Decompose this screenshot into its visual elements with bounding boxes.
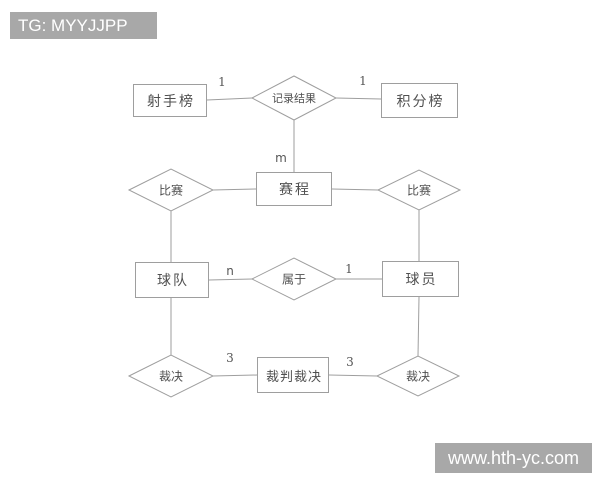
connector-team-belongs <box>208 278 253 281</box>
cardinality-record-schedule: m <box>275 151 287 165</box>
entity-player: 球员 <box>382 261 459 297</box>
entity-referee-ruling: 裁判裁决 <box>257 357 329 393</box>
connector-player-rulingr <box>417 296 420 357</box>
cardinality-belongs-player: 1 <box>345 262 353 276</box>
relationship-diamond-belongs-to <box>250 257 338 301</box>
entity-schedule: 赛程 <box>256 172 332 206</box>
watermark-bottom-right: www.hth-yc.com <box>435 443 592 473</box>
relationship-label-ruling-left: 裁决 <box>158 369 184 384</box>
relationship-label-ruling-right: 裁决 <box>405 369 431 384</box>
connector-rulingl-referee <box>212 374 258 377</box>
relationship-label-record-result: 记录结果 <box>272 92 316 105</box>
entity-team: 球队 <box>135 262 209 298</box>
relationship-diamond-match-right <box>376 169 462 211</box>
connector-record-points <box>335 97 382 100</box>
relationship-diamond-record-result <box>250 75 338 121</box>
relationship-label-match-left: 比赛 <box>158 183 184 198</box>
connector-scorer-record <box>206 97 253 101</box>
watermark-top-left: TG: MYYJJPP <box>10 12 157 39</box>
relationship-diamond-ruling-right <box>375 355 461 397</box>
cardinality-team-belongs: n <box>226 264 234 278</box>
cardinality-scorer-record: 1 <box>218 75 226 89</box>
connector-referee-rulingr <box>328 374 378 377</box>
cardinality-referee-ruling: 3 <box>346 355 354 369</box>
relationship-label-belongs-to: 属于 <box>281 272 307 287</box>
entity-top-scorer-list: 射手榜 <box>133 84 207 117</box>
cardinality-ruling-referee: 3 <box>226 351 234 365</box>
cardinality-record-points: 1 <box>359 74 367 88</box>
connector-schedule-matchr <box>331 188 379 191</box>
entity-points-table: 积分榜 <box>381 83 458 118</box>
relationship-diamond-ruling-left <box>127 354 215 398</box>
relationship-diamond-match-left <box>127 168 215 212</box>
connector-matchl-schedule <box>212 188 257 191</box>
relationship-label-match-right: 比赛 <box>406 183 432 198</box>
